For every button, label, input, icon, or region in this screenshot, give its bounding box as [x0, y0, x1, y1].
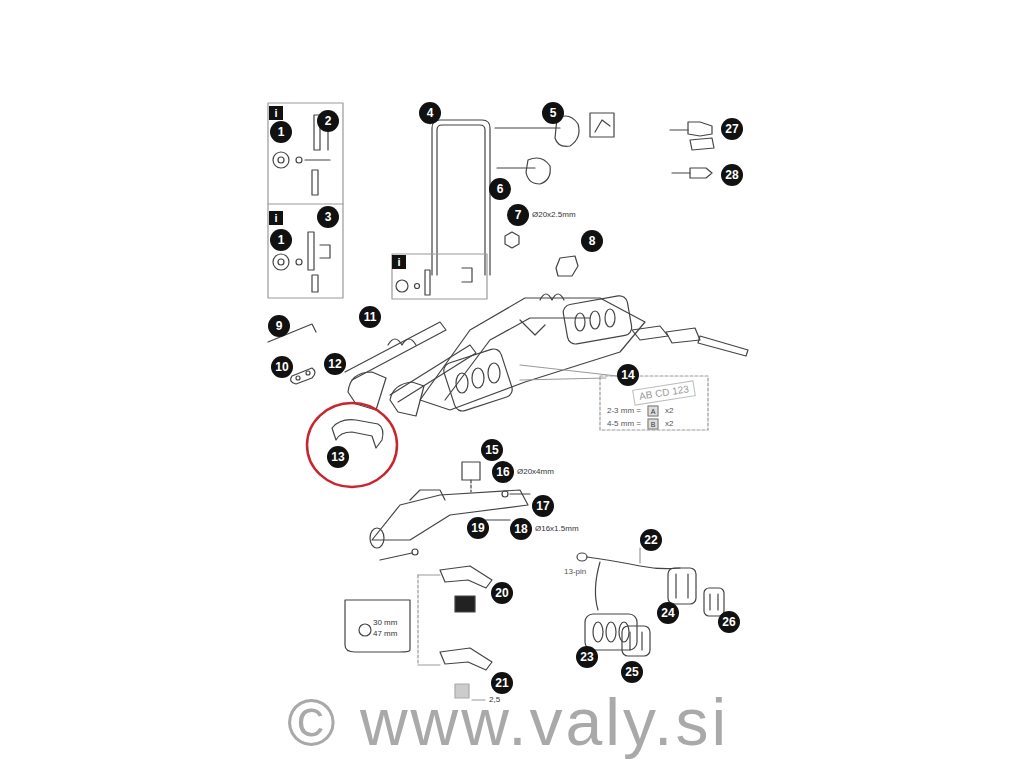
- callout-number: 15: [481, 439, 503, 461]
- note-text: 2-3 mm =: [606, 406, 642, 416]
- letter-tag: A: [648, 406, 659, 417]
- dimension-text: Ø16x1.5mm: [534, 524, 580, 534]
- callout-number: 4: [419, 102, 441, 124]
- dimension-text: 30 mm: [372, 618, 398, 628]
- callout-number: 6: [489, 178, 511, 200]
- letter-tag: B: [648, 419, 659, 430]
- callout-number: 20: [491, 582, 513, 604]
- callout-number: 7: [507, 204, 529, 226]
- callout-number: 23: [576, 646, 598, 668]
- license-plate-text: AB CD 123: [632, 380, 696, 406]
- callout-number: 16: [492, 461, 514, 483]
- callout-number: 19: [467, 517, 489, 539]
- callout-number: 13: [327, 446, 349, 468]
- callout-number: 17: [532, 495, 554, 517]
- dimension-text: Ø20x4mm: [516, 467, 555, 477]
- callout-number: 2: [317, 110, 339, 132]
- callout-number: 28: [721, 164, 743, 186]
- info-icon: i: [269, 211, 283, 225]
- callout-number: 11: [359, 306, 381, 328]
- dimension-text: Ø20x2.5mm: [531, 210, 577, 220]
- callout-number: 26: [718, 611, 740, 633]
- note-text: 13-pin: [563, 567, 587, 577]
- callout-number: 5: [542, 102, 564, 124]
- callout-number: 1: [270, 121, 292, 143]
- callout-number: 27: [721, 118, 743, 140]
- note-text: x2: [664, 419, 674, 429]
- callout-number: 3: [317, 206, 339, 228]
- dimension-text: 47 mm: [372, 629, 398, 639]
- note-text: x2: [664, 406, 674, 416]
- callout-number: 9: [268, 315, 290, 337]
- callout-number: 24: [657, 602, 679, 624]
- watermark: © www.valy.si: [287, 689, 729, 755]
- callout-number: 8: [581, 230, 603, 252]
- note-text: 4-5 mm =: [606, 419, 642, 429]
- callout-number: 10: [271, 356, 293, 378]
- info-icon: i: [392, 255, 406, 269]
- callout-number: 18: [510, 518, 532, 540]
- info-icon: i: [269, 106, 283, 120]
- callout-number: 12: [324, 353, 346, 375]
- callout-number: 1: [270, 229, 292, 251]
- callout-number: 25: [621, 661, 643, 683]
- callout-number: 14: [617, 364, 639, 386]
- callout-number: 22: [640, 529, 662, 551]
